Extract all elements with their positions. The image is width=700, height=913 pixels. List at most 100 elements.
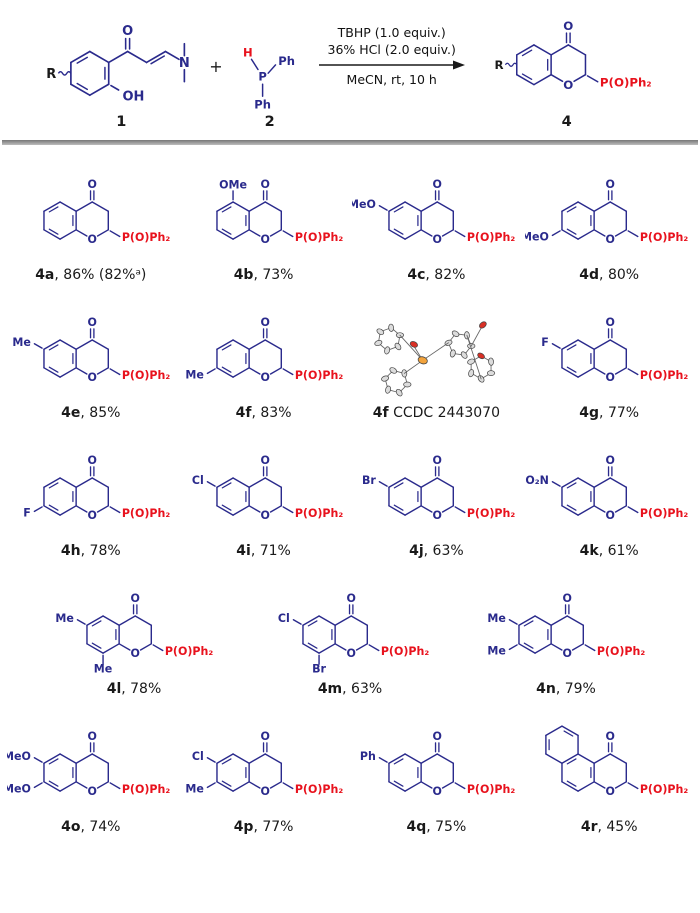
svg-text:O: O — [347, 647, 356, 660]
svg-text:OH: OH — [123, 89, 145, 104]
svg-text:O: O — [606, 730, 615, 743]
product-caption: 4m, 63% — [318, 681, 382, 697]
svg-text:P(O)Ph₂: P(O)Ph₂ — [640, 369, 689, 382]
svg-text:P(O)Ph₂: P(O)Ph₂ — [640, 783, 689, 796]
svg-text:Me: Me — [487, 612, 506, 625]
product-yield: , 86% (82%ᵃ) — [54, 267, 147, 283]
product-id: 4h — [60, 543, 81, 559]
svg-text:Me: Me — [487, 645, 506, 658]
svg-text:O: O — [563, 19, 573, 33]
product-caption: 4c, 82% — [407, 267, 465, 283]
product-caption: 4o, 74% — [61, 819, 120, 835]
product-caption: 4k, 61% — [580, 543, 639, 559]
svg-text:P(O)Ph₂: P(O)Ph₂ — [294, 369, 343, 382]
product-id: 4m — [317, 681, 343, 697]
svg-text:P: P — [258, 70, 266, 84]
product-yield: , 74% — [80, 819, 121, 835]
svg-text:P(O)Ph₂: P(O)Ph₂ — [294, 507, 343, 520]
structure-4a: OOP(O)Ph₂ — [43, 178, 171, 246]
svg-text:Cl: Cl — [278, 612, 290, 625]
product-yield: , 77% — [253, 819, 294, 835]
svg-text:O: O — [131, 647, 140, 660]
svg-text:O: O — [260, 509, 269, 522]
svg-text:R: R — [494, 58, 503, 72]
svg-text:O: O — [606, 233, 615, 246]
svg-text:O: O — [260, 730, 269, 743]
product-caption: 4f, 83% — [236, 405, 292, 421]
svg-text:O: O — [433, 178, 442, 191]
svg-text:O: O — [131, 592, 140, 605]
product-yield: , 83% — [251, 405, 292, 421]
product-id: 4j — [409, 543, 424, 559]
structure-4r: OOP(O)Ph₂ — [545, 725, 689, 798]
svg-text:Br: Br — [362, 474, 376, 487]
reactant-1-label: 1 — [116, 114, 127, 130]
svg-text:O: O — [433, 454, 442, 467]
product-id: 4o — [61, 819, 81, 835]
product-caption: 4d, 80% — [579, 267, 639, 283]
product-yield: , 45% — [597, 819, 638, 835]
svg-text:P(O)Ph₂: P(O)Ph₂ — [294, 783, 343, 796]
svg-text:P(O)Ph₂: P(O)Ph₂ — [122, 507, 171, 520]
svg-text:O: O — [87, 454, 96, 467]
svg-text:Ph: Ph — [278, 54, 295, 68]
svg-text:O: O — [87, 509, 96, 522]
product-id: 4q — [406, 819, 427, 835]
svg-text:MeO: MeO — [352, 198, 376, 211]
product-4h: O O P(O)Ph₂ F 4h, 78% — [7, 445, 175, 559]
product-yield: CCDC 2443070 — [388, 405, 500, 421]
product-id: 4e — [61, 405, 81, 421]
product-yield: , 78% — [121, 681, 162, 697]
svg-text:N: N — [179, 56, 190, 71]
reactant-2-label: 2 — [264, 114, 275, 130]
svg-text:Br: Br — [312, 663, 326, 676]
product-yield: , 78% — [80, 543, 121, 559]
product-4c: OOP(O)Ph₂MeO4c, 82% — [352, 169, 520, 283]
svg-text:O: O — [433, 730, 442, 743]
product-4o: OOP(O)Ph₂MeOMeO4o, 74% — [7, 721, 175, 835]
svg-text:Me: Me — [185, 783, 204, 796]
product-yield: , 82% — [425, 267, 466, 283]
structure-4h: O O P(O)Ph₂ F — [23, 454, 171, 522]
svg-text:Me: Me — [185, 369, 204, 382]
svg-text:O: O — [606, 316, 615, 329]
svg-text:H: H — [243, 46, 253, 60]
svg-text:O: O — [433, 233, 442, 246]
svg-text:Me: Me — [12, 336, 31, 349]
svg-text:P(O)Ph₂: P(O)Ph₂ — [467, 507, 516, 520]
product-yield: , 85% — [80, 405, 121, 421]
product-id: 4p — [233, 819, 254, 835]
product-caption: 4i, 71% — [236, 543, 291, 559]
product-yield: , 73% — [253, 267, 294, 283]
product-caption: 4h, 78% — [61, 543, 121, 559]
product-yield: , 75% — [426, 819, 467, 835]
svg-text:MeO: MeO — [7, 783, 31, 796]
product-caption: 4b, 73% — [234, 267, 294, 283]
reaction-conditions: TBHP (1.0 equiv.) 36% HCl (2.0 equiv.) M… — [317, 25, 467, 88]
svg-text:P(O)Ph₂: P(O)Ph₂ — [122, 369, 171, 382]
svg-text:O: O — [87, 371, 96, 384]
svg-text:P(O)Ph₂: P(O)Ph₂ — [294, 231, 343, 244]
svg-text:F: F — [23, 507, 31, 520]
reaction-arrow — [318, 60, 465, 70]
product-4d: OOP(O)Ph₂MeO4d, 80% — [525, 169, 693, 283]
svg-text:Me: Me — [94, 663, 112, 676]
svg-text:O: O — [563, 78, 573, 92]
svg-text:P(O)Ph₂: P(O)Ph₂ — [122, 231, 171, 244]
condition-line-3: MeCN, rt, 10 h — [346, 71, 437, 87]
structure-4c: OOP(O)Ph₂MeO — [352, 178, 515, 246]
